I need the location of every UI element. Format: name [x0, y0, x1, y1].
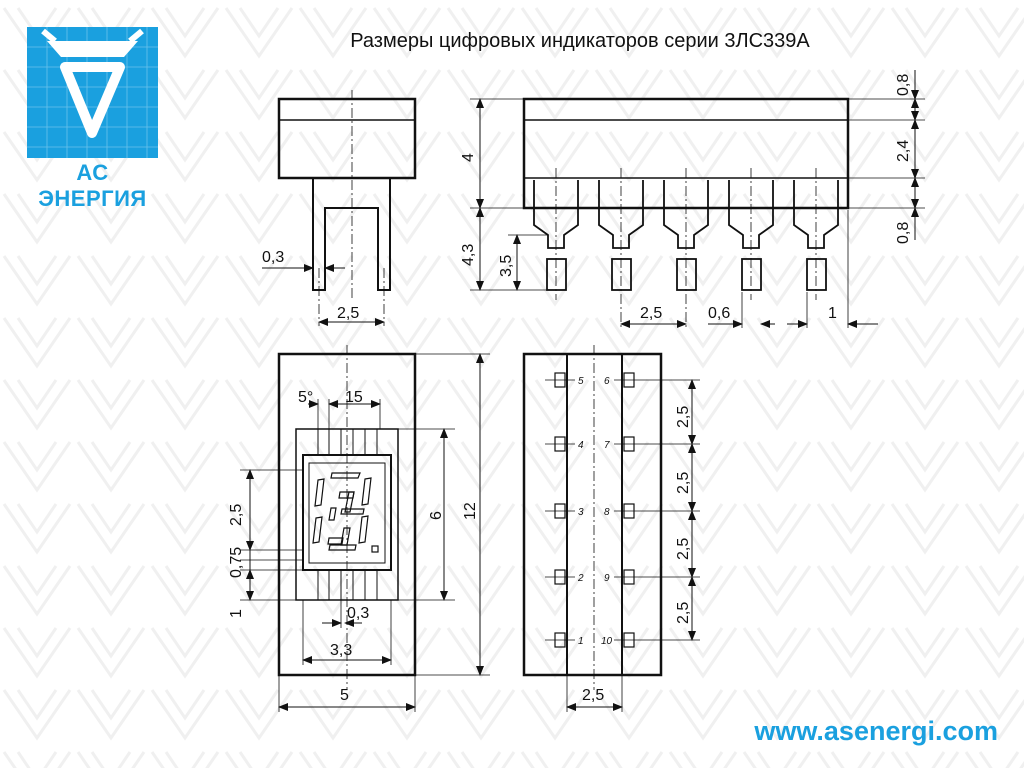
pin-label-left: 3	[578, 507, 584, 518]
dim-pitch-3: 2,5	[675, 538, 692, 560]
dim-front-height: 4	[460, 153, 477, 162]
digit-segments	[312, 472, 379, 553]
top-view	[240, 345, 490, 712]
company-logo-icon	[27, 27, 158, 158]
dim-segment-width: 15	[345, 389, 363, 406]
dim-front-top: 0,8	[895, 74, 912, 96]
page-title: Размеры цифровых индикаторов серии 3ЛС33…	[350, 30, 810, 52]
pin-label-right: 8	[604, 507, 610, 518]
dim-digit-width: 3,3	[330, 642, 352, 659]
dim-side-pin-width: 0,3	[262, 249, 284, 266]
website-link[interactable]: www.asenergi.com	[754, 716, 998, 746]
dim-pitch-1: 2,5	[675, 406, 692, 428]
dim-front-end: 1	[828, 305, 837, 322]
side-view	[262, 90, 417, 326]
pin-label-right: 10	[601, 636, 613, 647]
dim-front-bottom: 0,8	[895, 222, 912, 244]
dim-lead-length: 3,5	[498, 255, 515, 277]
dim-side-pitch: 2,5	[337, 305, 359, 322]
dim-front-pin-width: 0,6	[708, 305, 730, 322]
dim-window-height: 6	[428, 511, 445, 520]
pin-label-right: 7	[604, 440, 610, 451]
bottom-view	[522, 345, 700, 712]
pin-label-left: 4	[578, 440, 584, 451]
dim-angle: 5°	[298, 389, 313, 406]
dim-lead-total: 4,3	[460, 244, 477, 266]
front-view	[470, 70, 925, 328]
dim-body-height: 12	[462, 502, 479, 520]
company-logo-text: АС ЭНЕРГИЯ	[38, 160, 147, 211]
pin-label-right: 6	[604, 376, 610, 387]
dim-front-pitch: 2,5	[640, 305, 662, 322]
dim-pitch-2: 2,5	[675, 472, 692, 494]
dim-digit-height: 2,5	[228, 504, 245, 526]
dim-segment-gap: 0,75	[228, 547, 245, 578]
pin-label-left: 5	[578, 376, 584, 387]
dim-digit-bottom: 1	[228, 609, 245, 618]
pin-label-right: 9	[604, 573, 610, 584]
pin-label-left: 1	[578, 636, 584, 647]
dim-pitch-4: 2,5	[675, 602, 692, 624]
dim-row-pitch: 2,5	[582, 687, 604, 704]
dim-segment-thick: 0,3	[347, 605, 369, 622]
pin-label-left: 2	[577, 573, 584, 584]
dim-body-width: 5	[340, 687, 349, 704]
dim-front-body: 2,4	[895, 140, 912, 162]
